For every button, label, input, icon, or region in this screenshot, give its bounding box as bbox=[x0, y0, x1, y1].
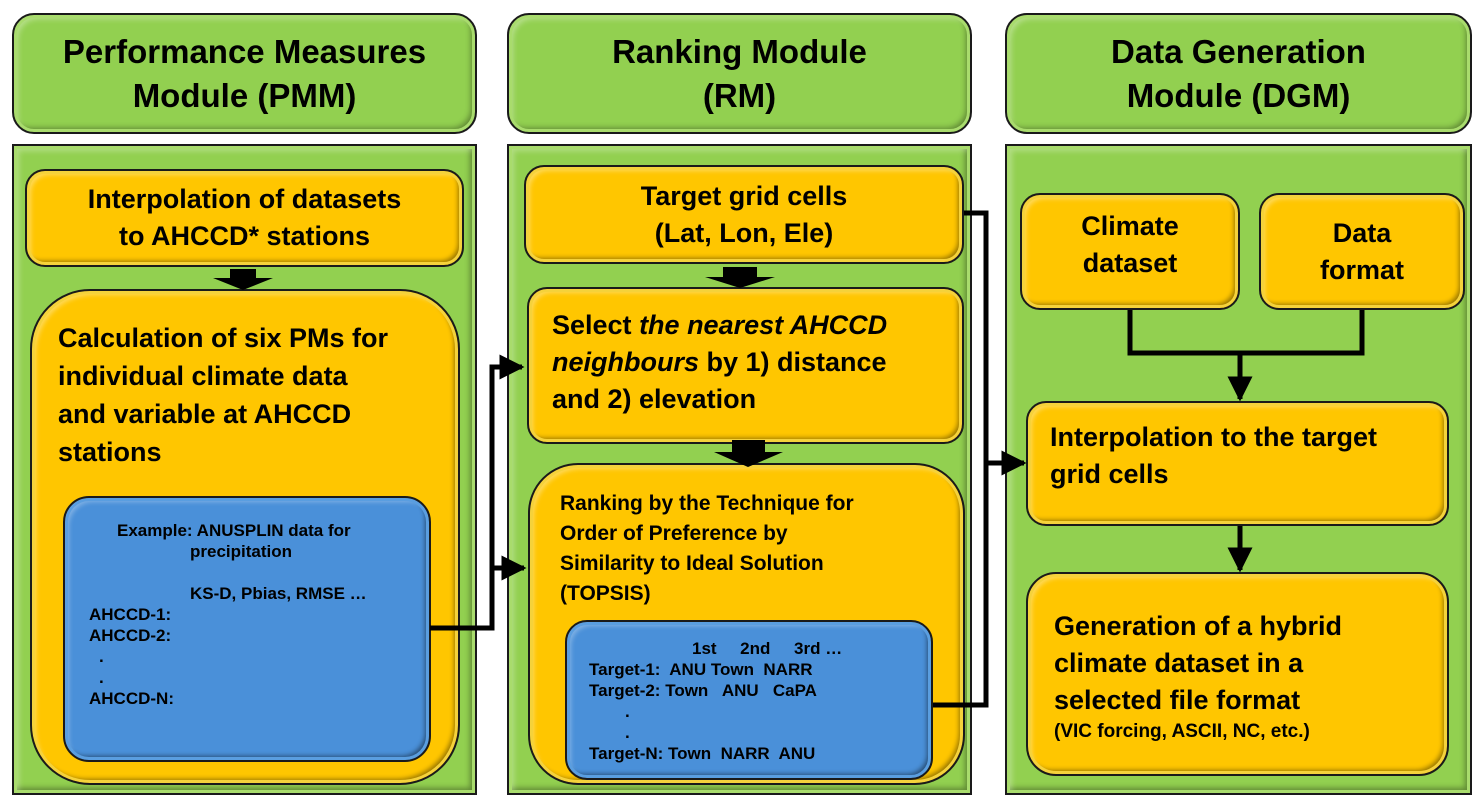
rm-step3-line1: Ranking by the Technique for bbox=[560, 492, 854, 515]
rm-step3-line3: Similarity to Ideal Solution bbox=[560, 552, 824, 575]
pmm-example-line2: precipitation bbox=[190, 542, 293, 561]
dgm-step2-line1: Interpolation to the target bbox=[1050, 422, 1377, 452]
dgm-generation-box: Generation of a hybrid climate dataset i… bbox=[1026, 572, 1449, 776]
rm-select-neighbours-box: Select the nearest AHCCD neighbours by 1… bbox=[527, 287, 964, 444]
pmm-title-line1: Performance Measures bbox=[62, 32, 427, 70]
dgm-input1-line2: dataset bbox=[1082, 247, 1178, 278]
dgm-climate-dataset-box: Climate dataset bbox=[1020, 193, 1240, 310]
rm-example-box: 1st 2nd 3rd … Target-1: ANU Town NARR Ta… bbox=[565, 620, 933, 780]
dgm-step2-line2: grid cells bbox=[1050, 459, 1169, 489]
rm-step1-line2: (Lat, Lon, Ele) bbox=[654, 217, 834, 248]
pmm-example-row: AHCCD-1: bbox=[89, 605, 172, 624]
rm-step2-italic1: the nearest AHCCD bbox=[639, 310, 888, 340]
pmm-header: Performance Measures Module (PMM) bbox=[12, 13, 477, 134]
pmm-step1-line1: Interpolation of datasets bbox=[87, 184, 402, 214]
rm-example-header: 1st 2nd 3rd … bbox=[692, 639, 843, 658]
dgm-input1-line1: Climate bbox=[1081, 210, 1179, 241]
dgm-step3-note: (VIC forcing, ASCII, NC, etc.) bbox=[1054, 721, 1310, 742]
rm-step2-italic2: neighbours bbox=[552, 347, 699, 377]
rm-title-line2: (RM) bbox=[702, 76, 777, 114]
rm-example-row: . bbox=[625, 702, 630, 721]
pmm-interpolation-box: Interpolation of datasets to AHCCD* stat… bbox=[25, 169, 464, 267]
rm-step3-line2: Order of Preference by bbox=[560, 522, 788, 545]
pmm-example-line1: Example: ANUSPLIN data for bbox=[117, 521, 351, 540]
pmm-example-header: KS-D, Pbias, RMSE … bbox=[190, 584, 367, 603]
rm-example-row: Target-1: ANU Town NARR bbox=[589, 660, 813, 679]
dgm-title-line1: Data Generation bbox=[1111, 32, 1366, 70]
dgm-interpolation-box: Interpolation to the target grid cells bbox=[1026, 401, 1449, 526]
pmm-title-line2: Module (PMM) bbox=[132, 76, 357, 114]
rm-step2-line2: neighbours by 1) distance bbox=[552, 344, 962, 381]
dgm-input2-line1: Data bbox=[1332, 217, 1392, 248]
pmm-step2-line3: and variable at AHCCD bbox=[58, 399, 352, 429]
dgm-input2-line2: format bbox=[1319, 254, 1404, 285]
rm-step2-suffix2: by 1) distance bbox=[699, 347, 887, 377]
dgm-step3-line3: selected file format bbox=[1054, 685, 1301, 715]
rm-example-row: Target-2: Town ANU CaPA bbox=[589, 681, 817, 700]
dgm-header: Data Generation Module (DGM) bbox=[1005, 13, 1472, 134]
rm-target-grid-box: Target grid cells (Lat, Lon, Ele) bbox=[524, 165, 964, 264]
pmm-example-row: AHCCD-N: bbox=[89, 689, 174, 708]
pmm-step1-line2: to AHCCD* stations bbox=[118, 221, 370, 251]
rm-step2-line1: Select the nearest AHCCD bbox=[552, 307, 962, 344]
rm-step3-line4: (TOPSIS) bbox=[560, 582, 651, 605]
pmm-example-row: . bbox=[99, 647, 104, 666]
pmm-example-box: Example: ANUSPLIN data for precipitation… bbox=[63, 496, 431, 762]
rm-example-row: Target-N: Town NARR ANU bbox=[589, 744, 816, 763]
pmm-step2-line4: stations bbox=[58, 437, 162, 467]
dgm-step3-line2: climate dataset in a bbox=[1054, 648, 1304, 678]
rm-title-line1: Ranking Module bbox=[612, 32, 867, 70]
dgm-step3-line1: Generation of a hybrid bbox=[1054, 611, 1343, 641]
pmm-step2-line2: individual climate data bbox=[58, 361, 348, 391]
dgm-data-format-box: Data format bbox=[1259, 193, 1465, 310]
rm-header: Ranking Module (RM) bbox=[507, 13, 972, 134]
rm-step2-line3: and 2) elevation bbox=[552, 384, 757, 414]
dgm-title-line2: Module (DGM) bbox=[1126, 76, 1351, 114]
pmm-example-row: AHCCD-2: bbox=[89, 626, 172, 645]
pmm-step2-line1: Calculation of six PMs for bbox=[58, 323, 389, 353]
rm-step1-line1: Target grid cells bbox=[640, 180, 848, 211]
rm-step2-prefix: Select bbox=[552, 310, 640, 340]
pmm-example-row: . bbox=[99, 668, 104, 687]
rm-example-row: . bbox=[625, 723, 630, 742]
pmm-example-spacer bbox=[89, 562, 429, 583]
